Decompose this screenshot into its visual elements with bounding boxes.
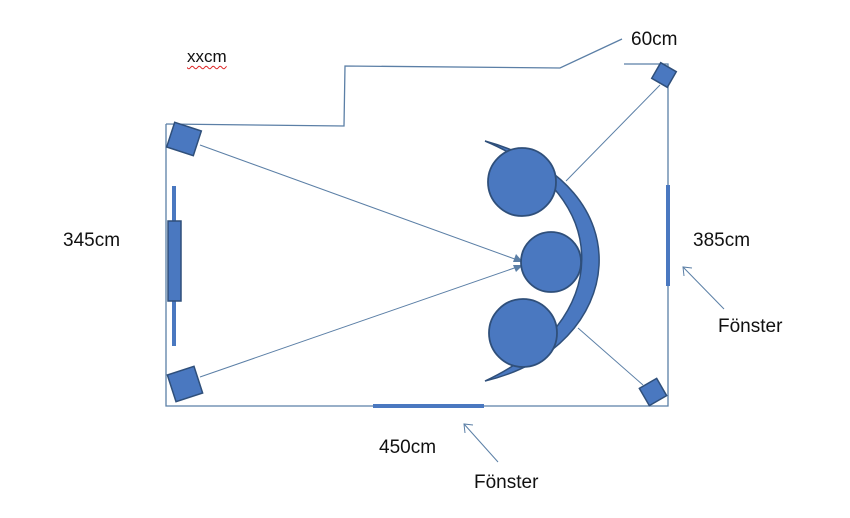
seat-middle	[520, 231, 582, 293]
sofa-curve	[484, 140, 600, 382]
window-right	[666, 185, 670, 286]
window-bottom	[373, 404, 484, 408]
sightline-top-right	[565, 84, 661, 182]
window-left	[167, 220, 182, 302]
pointer-arrowhead-bottom	[463, 423, 474, 434]
speaker-top-left	[165, 121, 203, 157]
label-unknown-width: xxcm	[187, 47, 227, 66]
speaker-top-right	[650, 61, 678, 89]
label-window-right: Fönster	[718, 316, 783, 337]
speaker-bottom-left	[166, 365, 204, 403]
pointer-arrow-bottom-window	[463, 423, 499, 463]
sightline-top-left	[199, 144, 524, 263]
sightline-bottom-left	[199, 264, 524, 378]
label-right-side: 385cm	[693, 230, 751, 251]
speaker-bottom-right	[638, 377, 668, 407]
room-wall-outline	[165, 38, 623, 127]
seat-top	[487, 147, 557, 217]
label-left-side: 345cm	[63, 230, 121, 251]
pointer-arrow-right-window	[682, 266, 725, 310]
pointer-arrowhead-right	[682, 266, 693, 277]
label-window-bottom: Fönster	[474, 472, 539, 493]
seat-bottom	[488, 298, 558, 368]
sightline-bottom-right	[577, 327, 644, 386]
label-bottom-side: 450cm	[379, 437, 437, 458]
room-wall-right	[165, 63, 669, 407]
label-top-offset: 60cm	[631, 29, 678, 50]
